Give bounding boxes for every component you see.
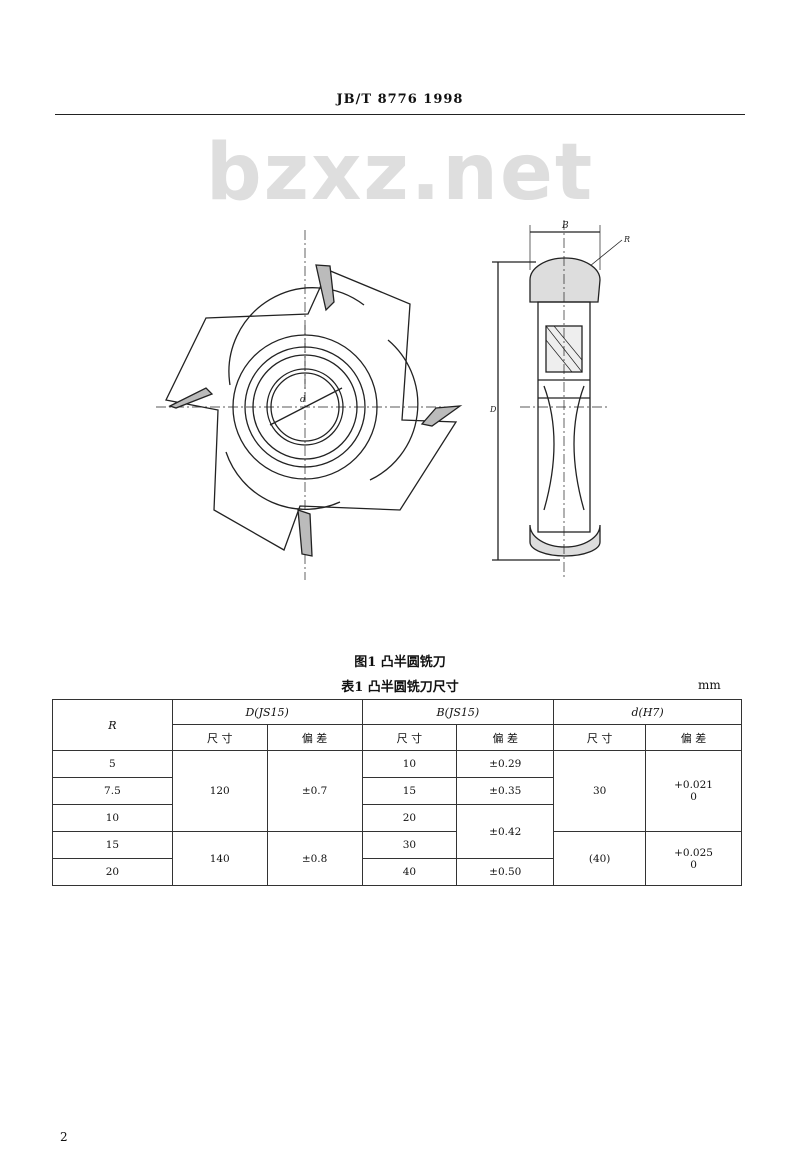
dh-dev-upper: +0.021 [674,779,713,791]
col-group-b: B(JS15) [361,699,555,725]
col-header-r: R [52,699,173,751]
r-cell: 5 [52,750,173,778]
dh-dev-lower: 0 [690,791,697,803]
cutter-front-view: d [156,230,463,580]
dimension-table: R D(JS15) B(JS15) d(H7) 尺 寸 偏 差 尺 寸 偏 差 … [52,699,742,886]
table-caption: 表1 凸半圆铣刀尺寸 [341,680,459,695]
dh-dev-cell: +0.021 0 [645,750,742,832]
sub-header-deviation: 偏 差 [456,724,555,751]
dh-size-cell: (40) [553,831,647,886]
table-unit: mm [698,678,721,692]
sub-header-deviation: 偏 差 [645,724,742,751]
cutter-side-view: D B R [489,220,630,580]
d-size-cell: 120 [171,750,268,832]
d-dev-cell: ±0.8 [266,831,363,886]
sub-header-size: 尺 寸 [171,724,268,751]
svg-text:d: d [300,395,306,405]
b-size-cell: 10 [361,750,458,778]
b-dev-cell: ±0.50 [456,858,555,886]
b-size-cell: 30 [361,831,458,859]
sub-header-deviation: 偏 差 [266,724,363,751]
milling-cutter-drawing: d D B R [156,220,630,580]
dh-dev-upper: +0.025 [674,846,713,859]
standard-header: JB/T 8776 1998 [336,92,464,107]
svg-text:B: B [561,221,569,231]
col-group-d: D(JS15) [171,699,363,725]
col-group-dh: d(H7) [553,699,742,725]
b-dev-cell: ±0.35 [456,777,555,805]
b-size-cell: 40 [361,858,458,886]
watermark: bzxz.net [205,128,595,218]
dh-dev-cell: +0.025 0 [645,831,742,886]
d-size-cell: 140 [171,831,268,886]
figure-caption: 图1 凸半圆铣刀 [354,655,446,670]
dh-size-cell: 30 [553,750,647,832]
header-rule [55,114,745,115]
svg-text:R: R [623,235,630,244]
page-number: 2 [60,1130,68,1144]
r-cell: 20 [52,858,173,886]
sub-header-size: 尺 寸 [553,724,647,751]
table-row: 10 20 ±0.42 [52,804,742,859]
b-size-cell: 15 [361,777,458,805]
table-row: 5 120 ±0.7 10 ±0.29 30 +0.021 0 [52,750,742,832]
table-row: 20 40 ±0.50 [52,858,742,886]
r-cell: 7.5 [52,777,173,805]
table-row: 15 140 ±0.8 30 (40) +0.025 0 [52,831,742,886]
b-size-cell: 20 [361,804,458,832]
r-cell: 15 [52,831,173,859]
table-row: 7.5 15 ±0.35 [52,777,742,805]
d-dev-cell: ±0.7 [266,750,363,832]
b-dev-cell: ±0.42 [456,804,555,859]
b-dev-cell: ±0.29 [456,750,555,778]
sub-header-size: 尺 寸 [361,724,458,751]
dh-dev-lower: 0 [690,858,697,871]
svg-text:D: D [489,405,497,414]
r-cell: 10 [52,804,173,832]
